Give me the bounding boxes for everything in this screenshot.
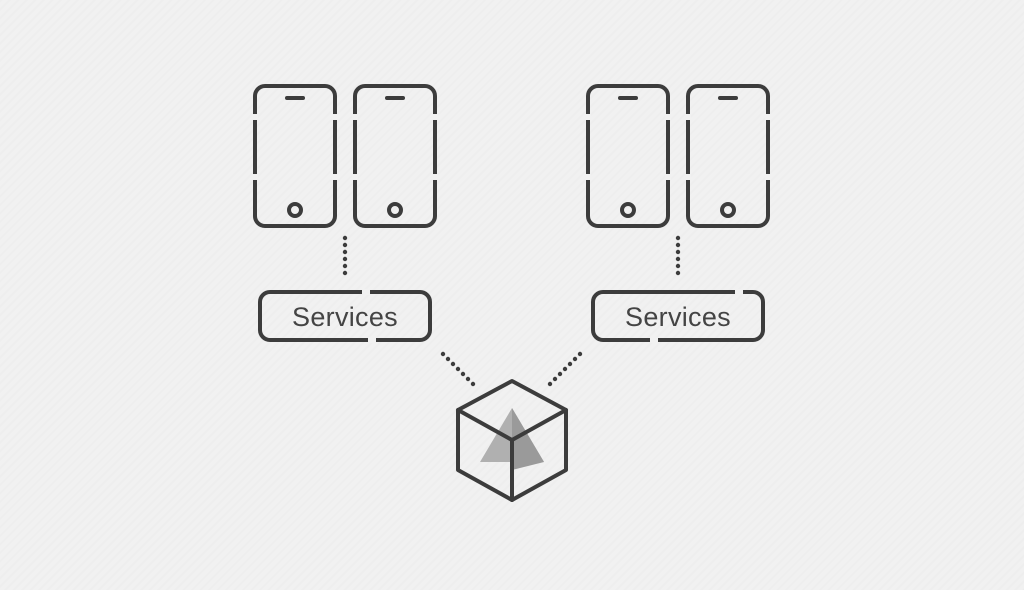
- services-label: Services: [625, 302, 731, 332]
- services-box-left: Services: [258, 289, 432, 343]
- connector-dots-left-vertical: [342, 235, 348, 276]
- smartphone-icon: [585, 84, 671, 228]
- smartphone-icon: [252, 84, 338, 228]
- connector-dots-left-diagonal: [440, 351, 476, 387]
- connector-dots-right-diagonal: [547, 351, 583, 387]
- cube-icon: [456, 379, 568, 502]
- smartphone-icon: [352, 84, 438, 228]
- services-box-right: Services: [591, 289, 765, 343]
- smartphone-icon: [685, 84, 771, 228]
- connector-dots-right-vertical: [675, 235, 681, 276]
- services-label: Services: [292, 302, 398, 332]
